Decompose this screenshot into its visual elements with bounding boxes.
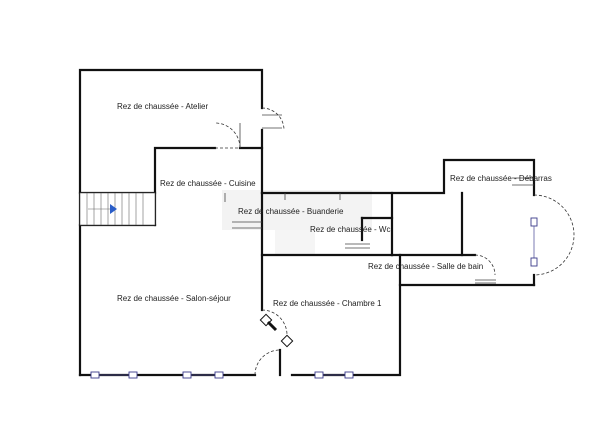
room-labels: Rez de chaussée - Atelier Rez de chaussé… bbox=[117, 102, 552, 308]
wall-right-annex-upper bbox=[260, 158, 536, 197]
chambre-door-jambs bbox=[259, 313, 294, 348]
window-2 bbox=[128, 371, 138, 379]
stair-arrow-icon bbox=[110, 204, 117, 214]
label-salle-de-bain: Rez de chaussée - Salle de bain bbox=[368, 262, 483, 271]
window-6 bbox=[344, 371, 354, 379]
label-chambre-1: Rez de chaussée - Chambre 1 bbox=[273, 299, 382, 308]
wall-chambre-right bbox=[390, 253, 402, 287]
door-atelier bbox=[214, 122, 241, 149]
window-3 bbox=[182, 371, 192, 379]
label-cuisine: Rez de chaussée - Cuisine bbox=[160, 179, 256, 188]
window-4 bbox=[214, 371, 224, 379]
staircase bbox=[79, 192, 156, 226]
label-salon-sejour: Rez de chaussée - Salon-séjour bbox=[117, 294, 231, 303]
label-atelier: Rez de chaussée - Atelier bbox=[117, 102, 208, 111]
door-salon bbox=[254, 349, 281, 376]
window-8 bbox=[530, 257, 538, 267]
windows-right bbox=[530, 217, 538, 267]
window-5 bbox=[314, 371, 324, 379]
door-sdb bbox=[474, 254, 496, 276]
watermark bbox=[222, 190, 372, 255]
label-wc: Rez de chaussée - Wc bbox=[310, 225, 390, 234]
door-atelier-exterior bbox=[261, 107, 285, 131]
window-1 bbox=[90, 371, 100, 379]
label-buanderie: Rez de chaussée - Buanderie bbox=[238, 207, 344, 216]
doors bbox=[214, 107, 575, 376]
door-debarras-window bbox=[533, 194, 575, 276]
label-debarras: Rez de chaussée - Débarras bbox=[450, 174, 552, 183]
detail-lines bbox=[224, 114, 534, 284]
window-7 bbox=[530, 217, 538, 227]
windows-bottom bbox=[90, 371, 354, 379]
